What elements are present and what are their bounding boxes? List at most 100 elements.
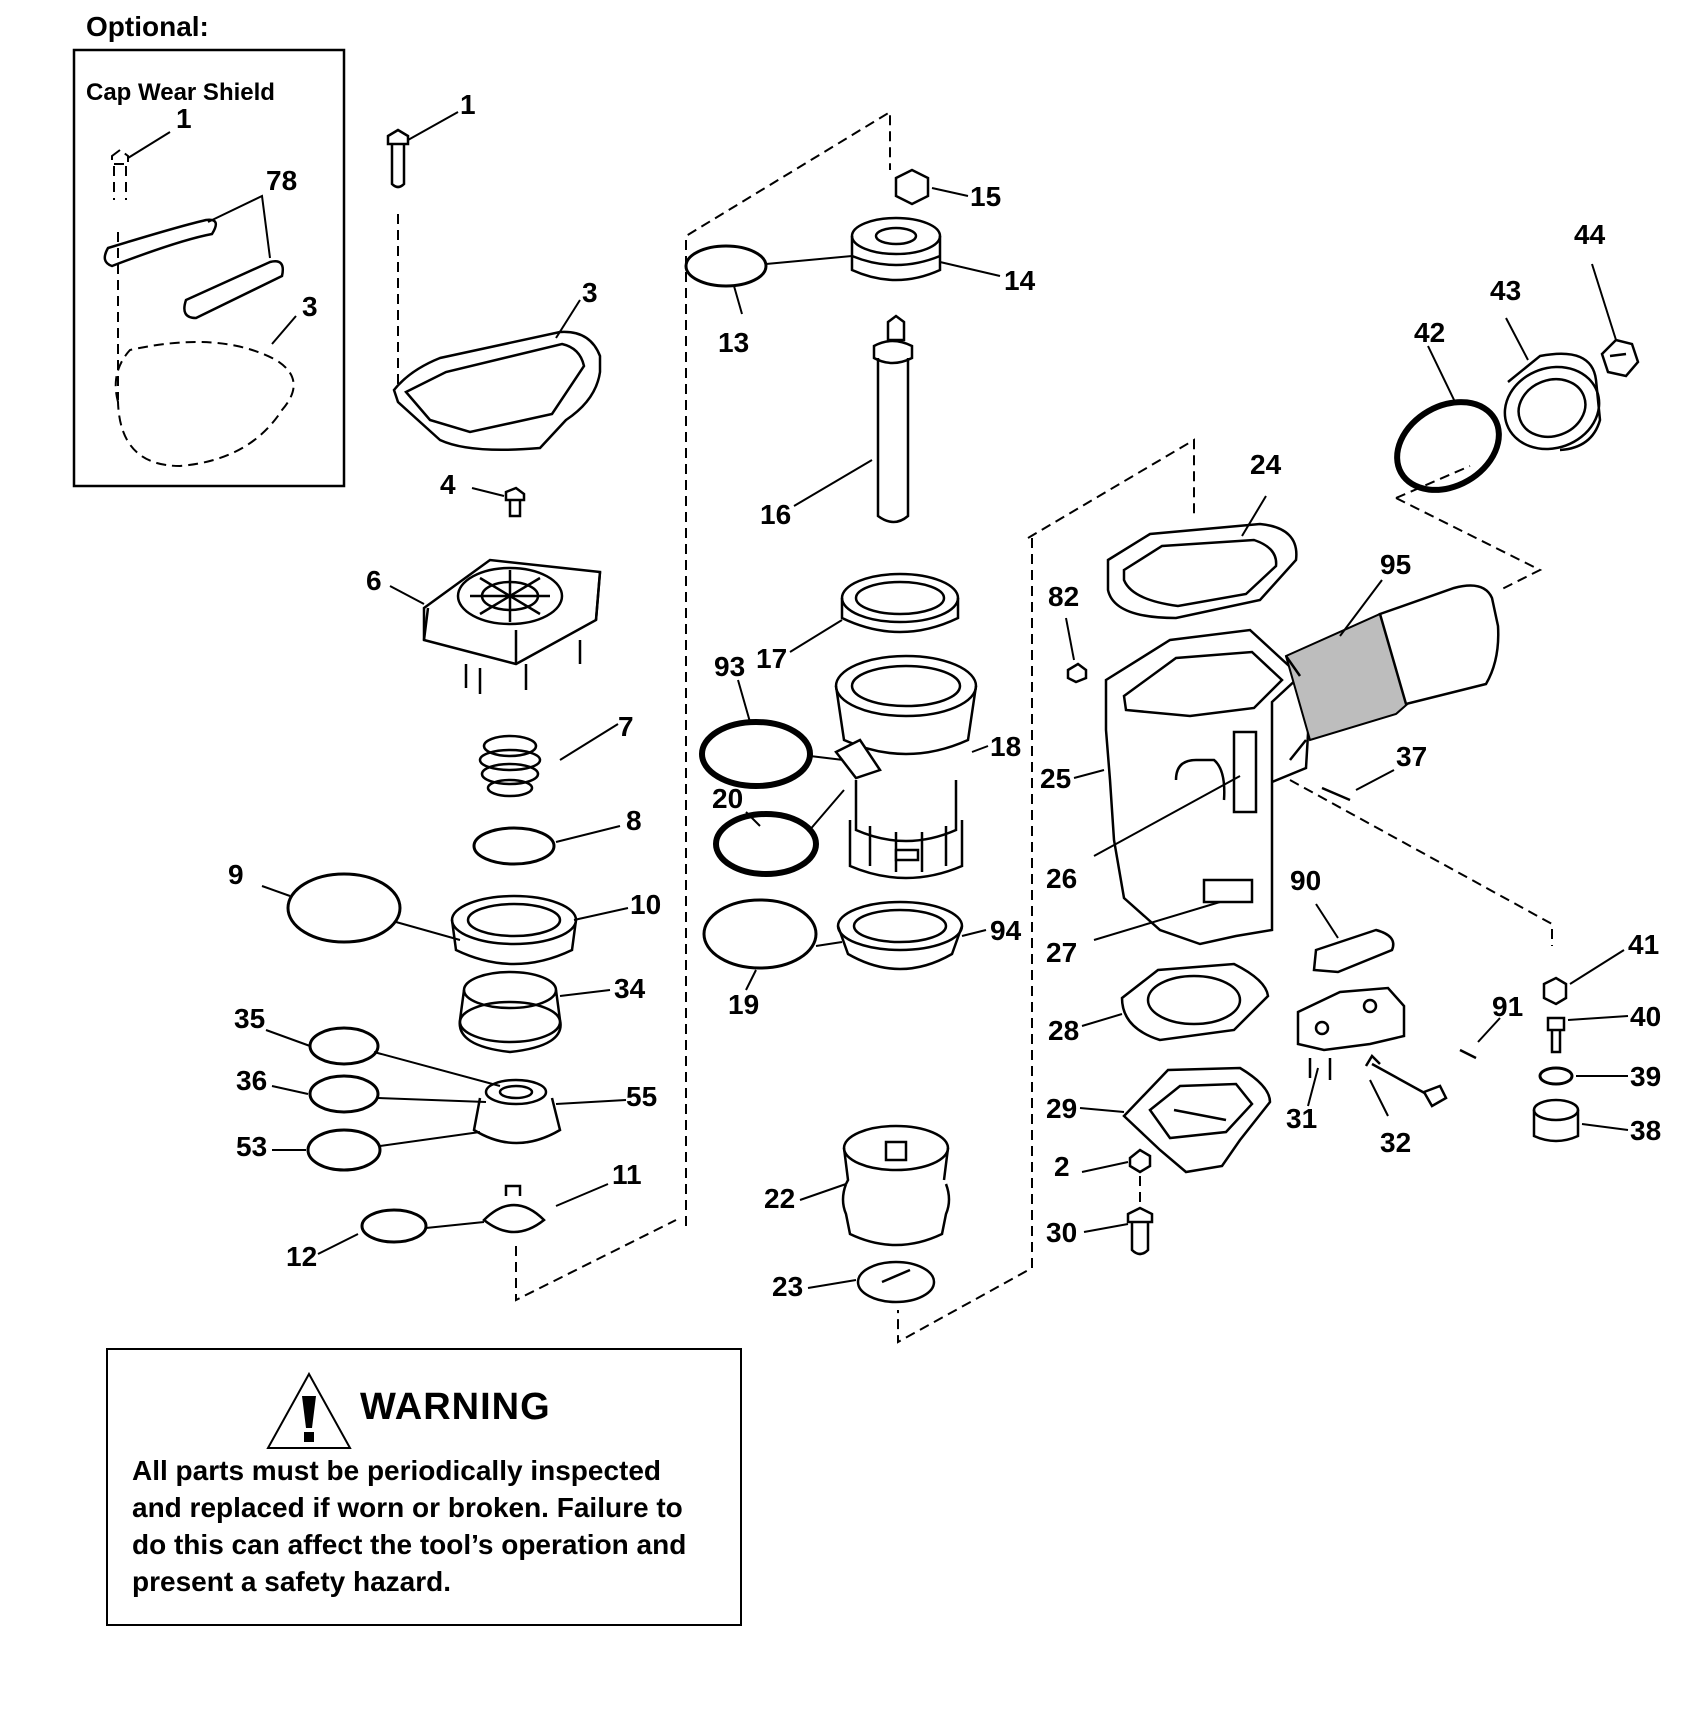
inset-frame xyxy=(72,48,346,488)
part-24-gasket xyxy=(1106,522,1298,620)
label-10: 10 xyxy=(630,889,661,920)
part-4-screw xyxy=(504,486,526,518)
part-13-o-ring xyxy=(684,244,768,288)
right-assembly-outline-b xyxy=(1289,779,1553,946)
label-27: 27 xyxy=(1046,937,1077,968)
label-42: 42 xyxy=(1414,317,1445,348)
label-30: 30 xyxy=(1046,1217,1077,1248)
label-24: 24 xyxy=(1250,449,1282,480)
label-28: 28 xyxy=(1048,1015,1079,1046)
inset-label-1: 1 xyxy=(176,103,192,134)
label-55: 55 xyxy=(626,1081,657,1112)
part-22-bumper xyxy=(841,1124,951,1247)
optional-heading: Optional: xyxy=(86,11,209,42)
label-93: 93 xyxy=(714,651,745,682)
part-16-driver-blade xyxy=(872,314,914,524)
label-29: 29 xyxy=(1046,1093,1077,1124)
label-40: 40 xyxy=(1630,1001,1661,1032)
part-38-valve-body xyxy=(1532,1098,1580,1143)
warning-triangle-icon xyxy=(266,1371,352,1449)
label-91: 91 xyxy=(1492,991,1523,1022)
label-16: 16 xyxy=(760,499,791,530)
label-2: 2 xyxy=(1054,1151,1070,1182)
inset-gasket xyxy=(114,341,295,468)
label-4: 4 xyxy=(440,469,456,500)
label-15: 15 xyxy=(970,181,1001,212)
label-39: 39 xyxy=(1630,1061,1661,1092)
label-25: 25 xyxy=(1040,763,1071,794)
part-23-cap xyxy=(856,1260,936,1304)
part-29-nose-assembly xyxy=(1122,1066,1272,1174)
part-17-bumper xyxy=(840,572,960,634)
part-8-retaining-ring xyxy=(472,826,556,866)
label-3: 3 xyxy=(582,277,598,308)
label-22: 22 xyxy=(764,1183,795,1214)
part-11-valve-stem xyxy=(482,1184,546,1234)
label-20: 20 xyxy=(712,783,743,814)
cap-wear-shield-inset: Cap Wear Shield 1 78 3 xyxy=(72,48,346,488)
label-6: 6 xyxy=(366,565,382,596)
part-55-valve xyxy=(472,1078,562,1145)
label-13: 13 xyxy=(718,327,749,358)
part-53-o-ring xyxy=(306,1128,382,1172)
part-34-bumper xyxy=(458,970,562,1054)
inset-title: Cap Wear Shield xyxy=(86,79,275,106)
label-90: 90 xyxy=(1290,865,1321,896)
right-assembly-outline xyxy=(1027,438,1195,539)
inset-bolt xyxy=(111,148,129,200)
part-44-plug xyxy=(1600,338,1640,378)
part-20-o-ring xyxy=(713,811,819,877)
part-7-spring xyxy=(478,734,542,798)
label-44: 44 xyxy=(1574,219,1606,250)
label-18: 18 xyxy=(990,731,1021,762)
label-11: 11 xyxy=(612,1159,642,1190)
label-7: 7 xyxy=(618,711,634,742)
label-14: 14 xyxy=(1004,265,1036,296)
part-6-cylinder-cap xyxy=(422,558,602,694)
part-95-grip xyxy=(1284,584,1500,761)
part-35-o-ring xyxy=(308,1026,380,1066)
label-95: 95 xyxy=(1380,549,1411,580)
part-90-latch xyxy=(1312,928,1395,974)
warning-line: and replaced if worn or broken. Failure … xyxy=(132,1492,683,1523)
label-32: 32 xyxy=(1380,1127,1411,1158)
label-35: 35 xyxy=(234,1003,265,1034)
part-1-bolt xyxy=(386,128,410,386)
part-42-o-ring xyxy=(1394,399,1502,493)
nozzle-outline xyxy=(1395,465,1543,591)
part-28-gasket xyxy=(1120,962,1270,1042)
part-15-nut xyxy=(894,168,930,206)
part-12-o-ring xyxy=(360,1208,428,1244)
inset-wear-shield-b xyxy=(183,260,284,320)
label-53: 53 xyxy=(236,1131,267,1162)
warning-message: All parts must be periodically inspected… xyxy=(132,1452,732,1600)
label-17: 17 xyxy=(756,643,787,674)
part-19-o-ring xyxy=(702,898,818,970)
warning-line: All parts must be periodically inspected xyxy=(132,1455,662,1486)
label-26: 26 xyxy=(1046,863,1077,894)
part-30-bolt xyxy=(1126,1206,1154,1256)
part-94-seal xyxy=(836,900,964,971)
part-82-nut xyxy=(1066,662,1088,684)
middle-assembly-outline-b xyxy=(897,538,1033,1344)
label-37: 37 xyxy=(1396,741,1427,772)
inset-label-78: 78 xyxy=(266,165,297,196)
part-10-cylinder-seal xyxy=(450,894,578,966)
part-18-cylinder xyxy=(834,654,978,880)
label-94: 94 xyxy=(990,915,1022,946)
label-31: 31 xyxy=(1286,1103,1317,1134)
part-93-o-ring xyxy=(699,719,813,789)
label-43: 43 xyxy=(1490,275,1521,306)
warning-box: WARNING All parts must be periodically i… xyxy=(106,1348,742,1626)
part-31-trigger-bracket xyxy=(1296,986,1406,1080)
label-1: 1 xyxy=(460,89,476,120)
label-23: 23 xyxy=(772,1271,803,1302)
label-12: 12 xyxy=(286,1241,317,1272)
part-25-body xyxy=(1104,628,1312,946)
part-2-nut xyxy=(1128,1148,1152,1174)
part-3-cap-gasket xyxy=(392,330,602,452)
label-82: 82 xyxy=(1048,581,1079,612)
part-32-pivot-pin xyxy=(1364,1053,1448,1108)
part-43-adapter xyxy=(1503,352,1602,452)
